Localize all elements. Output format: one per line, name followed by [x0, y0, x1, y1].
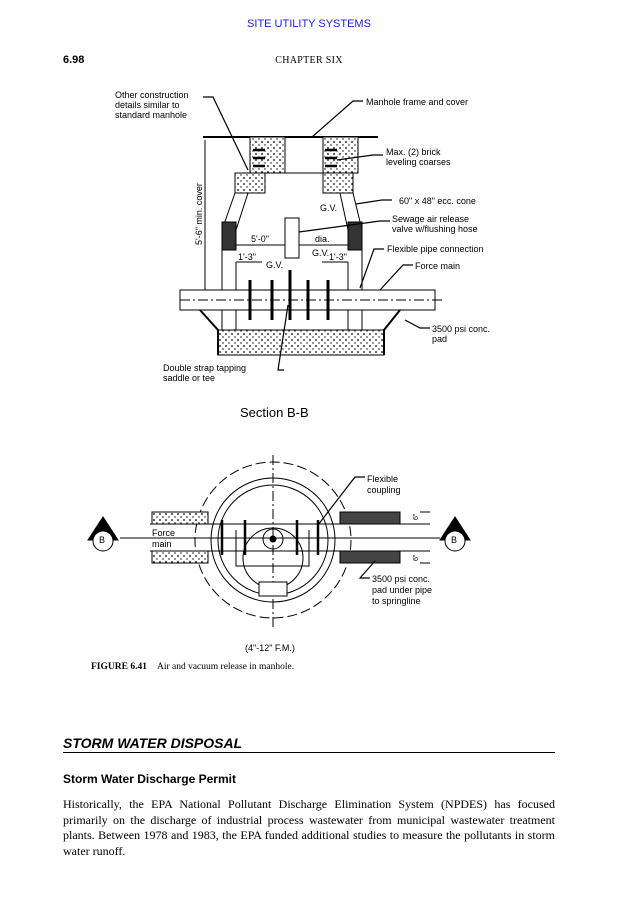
label-force-main: Force main	[415, 261, 460, 271]
label-dim-left: 1'-3"	[238, 252, 256, 262]
subsection-title: Storm Water Discharge Permit	[63, 772, 236, 786]
running-head: SITE UTILITY SYSTEMS	[247, 18, 371, 30]
label-plan-pad-1: 3500 psi conc.	[372, 574, 430, 584]
figure-caption: FIGURE 6.41 Air and vacuum release in man…	[91, 662, 294, 672]
label-flexible-coupling-2: coupling	[367, 485, 401, 495]
plan-drawing	[87, 455, 471, 630]
section-drawing	[179, 96, 445, 371]
section-title-storm: STORM WATER DISPOSAL	[63, 735, 243, 751]
page-number: 6.98	[63, 54, 85, 66]
dim-top: 6"	[413, 513, 420, 520]
label-saddle-1: Double strap tapping	[163, 363, 246, 373]
label-flexible-pipe: Flexible pipe connection	[387, 244, 484, 254]
plan-size-label: (4"-12" F.M.)	[245, 643, 295, 653]
label-saddle-2: saddle or tee	[163, 373, 215, 383]
label-plan-pad-3: to springline	[372, 596, 421, 606]
label-frame-cover: Manhole frame and cover	[366, 97, 468, 107]
label-conc-pad-1: 3500 psi conc.	[432, 324, 490, 334]
label-gv-top: G.V.	[320, 203, 337, 213]
caption-number: FIGURE 6.41	[91, 662, 147, 672]
label-plan-force-2: main	[152, 539, 172, 549]
label-gv-mid: G.V.	[312, 248, 329, 258]
label-conc-pad-2: pad	[432, 334, 447, 344]
label-brick-1: Max. (2) brick	[386, 147, 441, 157]
label-min-cover: 5'-6" min. cover	[194, 183, 204, 245]
body-paragraph: Historically, the EPA National Pollutant…	[63, 797, 555, 858]
label-brick-2: leveling coarses	[386, 157, 451, 167]
dim-bottom: 6"	[413, 554, 420, 561]
section-marker-right: B	[451, 535, 457, 545]
label-gv-low: G.V.	[266, 260, 283, 270]
label-plan-force-1: Force	[152, 528, 175, 538]
label-air-release-2: valve w/flushing hose	[392, 224, 478, 234]
label-air-release-1: Sewage air release	[392, 214, 469, 224]
label-other-construction-1: Other construction	[115, 90, 189, 100]
label-cone: 60" x 48" ecc. cone	[399, 196, 476, 206]
label-other-construction-2: details similar to	[115, 100, 180, 110]
label-other-construction-3: standard manhole	[115, 110, 187, 120]
label-plan-pad-2: pad under pipe	[372, 585, 432, 595]
label-dia: dia.	[315, 234, 330, 244]
label-flexible-coupling-1: Flexible	[367, 474, 398, 484]
label-dia-5: 5'-0"	[251, 234, 269, 244]
label-dim-right: 1'-3"	[329, 252, 347, 262]
chapter-title: CHAPTER SIX	[275, 55, 343, 66]
caption-text: Air and vacuum release in manhole.	[156, 662, 295, 672]
section-divider	[63, 752, 555, 753]
section-title: Section B-B	[240, 405, 309, 420]
section-marker-left: B	[99, 535, 105, 545]
